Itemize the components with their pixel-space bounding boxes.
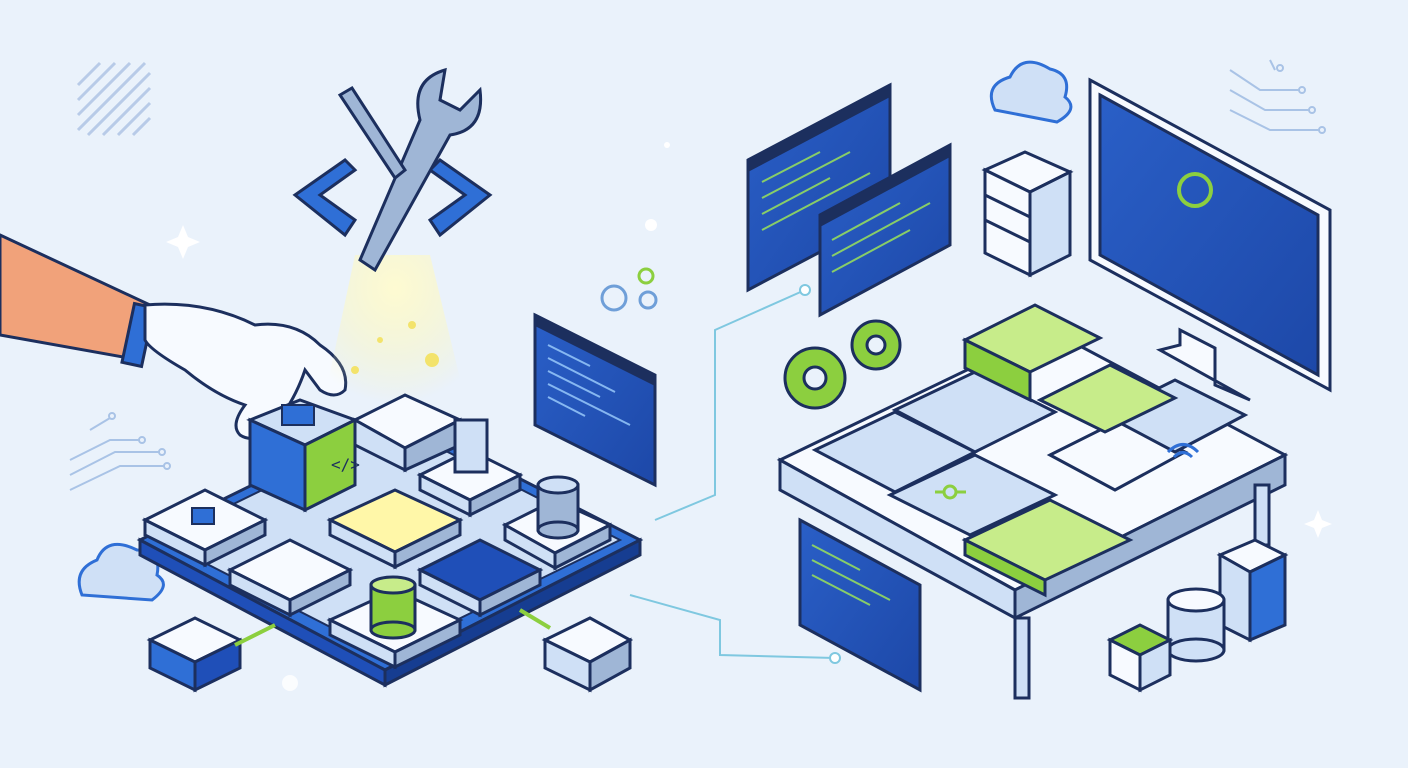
database-tile bbox=[501, 475, 614, 571]
network-icon bbox=[935, 484, 966, 500]
chip-tile bbox=[141, 488, 269, 568]
wifi-icon bbox=[1166, 443, 1200, 459]
cloud-icon bbox=[989, 60, 1073, 124]
connector-lines bbox=[234, 608, 552, 647]
code-window-icon bbox=[798, 517, 922, 693]
server-rack-icon bbox=[1216, 538, 1289, 643]
code-tag-label: </> bbox=[331, 455, 360, 474]
sparkle-icon bbox=[166, 142, 1332, 691]
gear-icon bbox=[783, 319, 902, 410]
connection-paths bbox=[629, 284, 841, 664]
code-stack-icon bbox=[146, 616, 244, 693]
cloud-icon bbox=[77, 542, 165, 602]
wrench-icon bbox=[358, 67, 483, 273]
code-window-icon bbox=[818, 142, 952, 318]
tools-icon bbox=[292, 67, 493, 273]
dark-tile bbox=[416, 538, 544, 618]
server-icon bbox=[453, 418, 489, 474]
database-icon bbox=[369, 575, 417, 640]
database-tile bbox=[326, 575, 464, 670]
hatch-pattern-icon bbox=[76, 61, 152, 137]
left-tiles bbox=[141, 393, 614, 670]
cloud-stack-icon bbox=[541, 616, 634, 693]
glow-beam bbox=[320, 255, 470, 420]
code-window-icon bbox=[533, 312, 657, 488]
dashboard-icon bbox=[1098, 92, 1320, 378]
floating-stacks bbox=[146, 616, 634, 693]
hand-icon bbox=[0, 233, 348, 440]
glow-dots bbox=[351, 321, 439, 374]
database-stack-icon bbox=[1166, 587, 1226, 663]
monitor-icon bbox=[1088, 77, 1332, 402]
box-icon bbox=[1106, 623, 1174, 693]
angle-brackets-icon bbox=[292, 158, 358, 238]
background-decor bbox=[69, 59, 1332, 691]
circuit-lines-icon bbox=[69, 412, 171, 491]
puzzle-icon bbox=[811, 303, 1249, 598]
server-tile bbox=[416, 418, 524, 518]
code-cube-icon bbox=[246, 398, 359, 513]
code-window-icon bbox=[746, 82, 892, 293]
chip-icon bbox=[191, 507, 215, 525]
screwdriver-icon bbox=[337, 85, 407, 181]
flowchart-tile bbox=[226, 538, 354, 618]
circuit-lines-icon bbox=[1229, 59, 1326, 134]
gear-icon bbox=[600, 267, 658, 312]
angle-brackets-icon bbox=[427, 158, 493, 238]
flowchart-tile bbox=[351, 393, 464, 473]
database-icon bbox=[536, 475, 580, 540]
glow-tile bbox=[326, 488, 464, 570]
server-rack-icon bbox=[981, 150, 1074, 278]
